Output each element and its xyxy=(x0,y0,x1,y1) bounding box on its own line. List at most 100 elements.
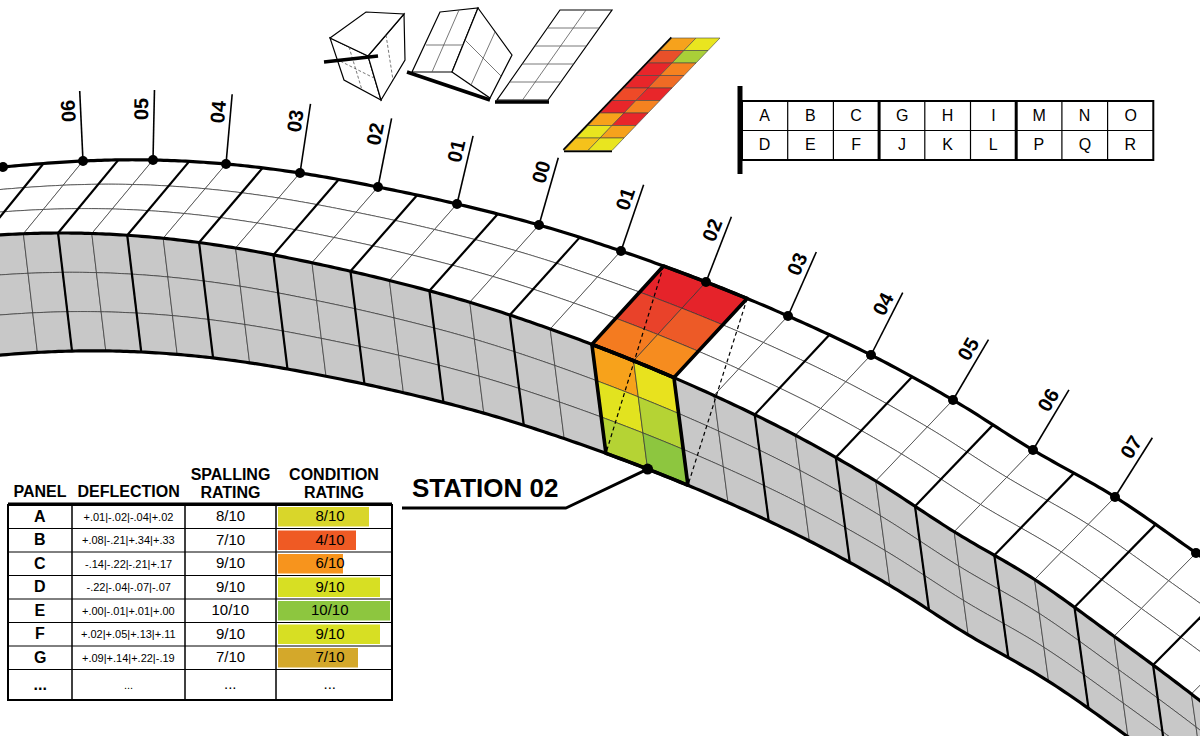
table-header: PANEL xyxy=(14,483,67,501)
deflection-values: +.01|-.02|-.04|+.02 xyxy=(84,511,174,523)
condition-strip-cell xyxy=(600,126,636,139)
panel-joint xyxy=(0,164,43,236)
table-header: SPALLING RATING xyxy=(186,466,276,501)
station-dot xyxy=(78,156,88,166)
condition-strip-cell xyxy=(636,88,672,101)
condition-rating: 4/10 xyxy=(316,532,345,549)
panel-joint xyxy=(836,457,850,562)
lining-face-cell xyxy=(63,272,101,311)
panel-key-letter: K xyxy=(942,136,953,154)
rated-panel-outline xyxy=(592,266,747,378)
panel-id: B xyxy=(34,531,46,549)
panel-id: F xyxy=(35,625,45,643)
condition-rating: ... xyxy=(324,676,337,693)
panel-key-column-line xyxy=(787,101,788,160)
lining-face-cell xyxy=(58,233,96,273)
deflection-values: +.00|-.01|+.01|+.00 xyxy=(82,605,175,617)
panel-id: ... xyxy=(34,676,47,694)
lining-face-cell xyxy=(127,235,168,277)
lining-face-cell xyxy=(240,286,283,331)
rated-panel-outline xyxy=(592,344,688,485)
station-dot xyxy=(221,159,231,169)
lining-face-cell xyxy=(208,319,249,362)
sketch-grid-line xyxy=(336,59,374,78)
hidden-edge xyxy=(688,299,747,486)
sketch-grid-line xyxy=(426,45,463,46)
table-column-line xyxy=(184,505,186,700)
lining-face-cell xyxy=(137,313,178,354)
condition-strip-cell xyxy=(624,101,660,114)
panel-joint xyxy=(1074,607,1088,708)
deflection-values: -.22|-.04|-.07|-.07 xyxy=(87,581,171,593)
lining-face-cell xyxy=(28,272,67,313)
condition-bar xyxy=(278,601,390,621)
condition-bar xyxy=(278,531,356,551)
station-dot xyxy=(1191,548,1200,558)
condition-strip-cell xyxy=(588,138,624,151)
lining-face-cell xyxy=(168,277,209,320)
lining-face-cell xyxy=(764,486,809,541)
station-number: 02 xyxy=(362,121,388,147)
lining-face-cell xyxy=(173,316,214,358)
panel-key-letter: B xyxy=(805,107,816,125)
station-dot xyxy=(866,350,876,360)
station-dot xyxy=(373,182,383,192)
condition-bar xyxy=(278,648,358,668)
station-number: 00 xyxy=(527,159,554,186)
panel-joint xyxy=(127,235,141,352)
panel-joint xyxy=(350,271,364,384)
panel-sketches xyxy=(324,8,672,151)
station-dots xyxy=(0,155,1200,558)
station-number: 01 xyxy=(443,138,470,165)
table-header-rule xyxy=(8,503,392,506)
panel-joint xyxy=(350,195,417,271)
station-number: 07 xyxy=(1116,432,1146,463)
lining-face-cell xyxy=(163,238,204,281)
panel-id: C xyxy=(34,555,46,573)
lining-face-cell xyxy=(101,312,141,352)
station-dot xyxy=(148,155,158,165)
spalling-rating: 9/10 xyxy=(216,555,245,572)
lining-face-cell xyxy=(33,312,72,353)
sketch-grid-line xyxy=(465,40,501,76)
sketch-grid-line xyxy=(510,82,561,83)
station-number: 02 xyxy=(698,215,727,244)
panel-id: D xyxy=(34,578,46,596)
panel-key-column-line xyxy=(1015,101,1018,160)
lining-face-cell xyxy=(845,527,890,585)
panel-key-letter: Q xyxy=(1079,136,1091,154)
station-number: 01 xyxy=(611,184,639,212)
condition-rating: 6/10 xyxy=(316,555,345,572)
station-leader xyxy=(80,91,83,161)
panel-id: E xyxy=(35,602,46,620)
station-dot xyxy=(295,168,305,178)
panel-joint xyxy=(199,168,263,243)
condition-strip xyxy=(564,38,720,151)
inspection-table xyxy=(8,504,392,700)
panel-joint xyxy=(273,255,287,369)
station-number: 05 xyxy=(130,97,152,120)
panel-joint xyxy=(994,555,1008,657)
table-frame xyxy=(8,505,392,700)
panel-key-column-line xyxy=(1061,101,1062,160)
deflection-values: +.09|+.14|+.22|-.19 xyxy=(82,652,175,664)
table-row-line xyxy=(8,552,392,553)
panel-key-letter: N xyxy=(1079,107,1091,125)
table-column-line xyxy=(71,505,73,700)
table-row-line xyxy=(8,669,392,670)
lining-face-cell xyxy=(0,273,33,315)
deflection-values: -.14|-.22|-.21|+.17 xyxy=(85,558,172,570)
condition-rating: 7/10 xyxy=(316,649,345,666)
panel-joint xyxy=(58,233,72,351)
lining-edges xyxy=(0,160,1200,736)
panel-key-bar xyxy=(738,86,743,174)
lining-edge xyxy=(0,160,1200,639)
panel-key-column-line xyxy=(878,101,881,160)
spalling-rating: 10/10 xyxy=(212,602,250,619)
callout-leader xyxy=(402,469,648,508)
lining-face-cell xyxy=(1004,624,1049,682)
panel-joint xyxy=(1074,524,1155,607)
condition-strip-cell xyxy=(684,38,720,51)
